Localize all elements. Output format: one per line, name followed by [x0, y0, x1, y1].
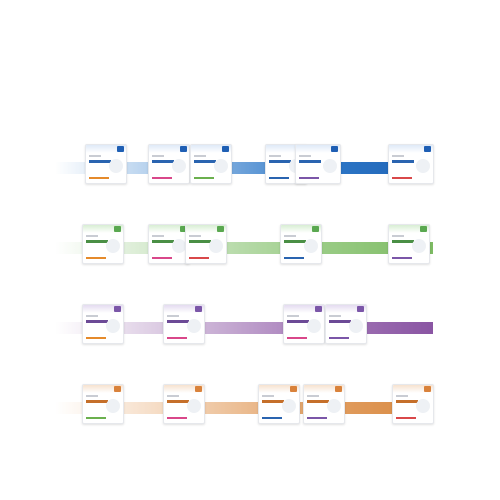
- package-icon: [392, 384, 434, 424]
- package-icon: [148, 144, 190, 184]
- package-icon: [303, 384, 345, 424]
- package-icon: [185, 224, 227, 264]
- package-icon: [295, 144, 341, 184]
- package-icon: [85, 144, 127, 184]
- package-icon: [258, 384, 300, 424]
- product-row-green: [0, 212, 500, 272]
- package-icon: [82, 384, 124, 424]
- package-icon: [148, 224, 190, 264]
- package-icon: [388, 224, 430, 264]
- package-icon: [163, 384, 205, 424]
- product-row-blue: [0, 132, 500, 192]
- package-icon: [82, 304, 124, 344]
- product-row-orange: [0, 372, 500, 432]
- package-icon: [388, 144, 434, 184]
- package-icon: [190, 144, 232, 184]
- package-icon: [280, 224, 322, 264]
- package-icon: [283, 304, 325, 344]
- package-icon: [163, 304, 205, 344]
- package-icon: [82, 224, 124, 264]
- package-icon: [325, 304, 367, 344]
- product-row-purple: [0, 292, 500, 352]
